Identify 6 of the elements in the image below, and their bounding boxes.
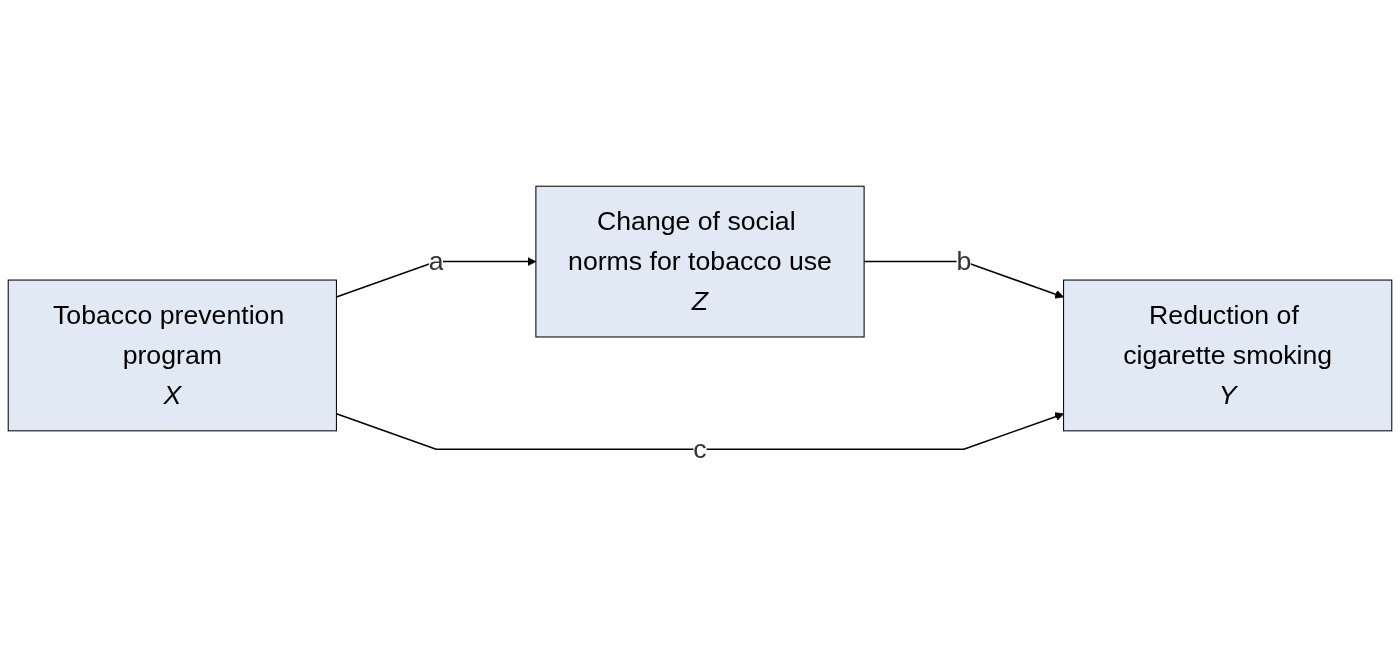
edge-label: c (693, 433, 707, 464)
edge-label: a (428, 245, 444, 277)
node-box: Reduction of cigarette smoking Y (1063, 279, 1393, 432)
edge-label: b (956, 245, 972, 277)
node-box: Change of social norms for tobacco use Z (535, 185, 865, 338)
node-box: Tobacco prevention program X (7, 279, 337, 432)
